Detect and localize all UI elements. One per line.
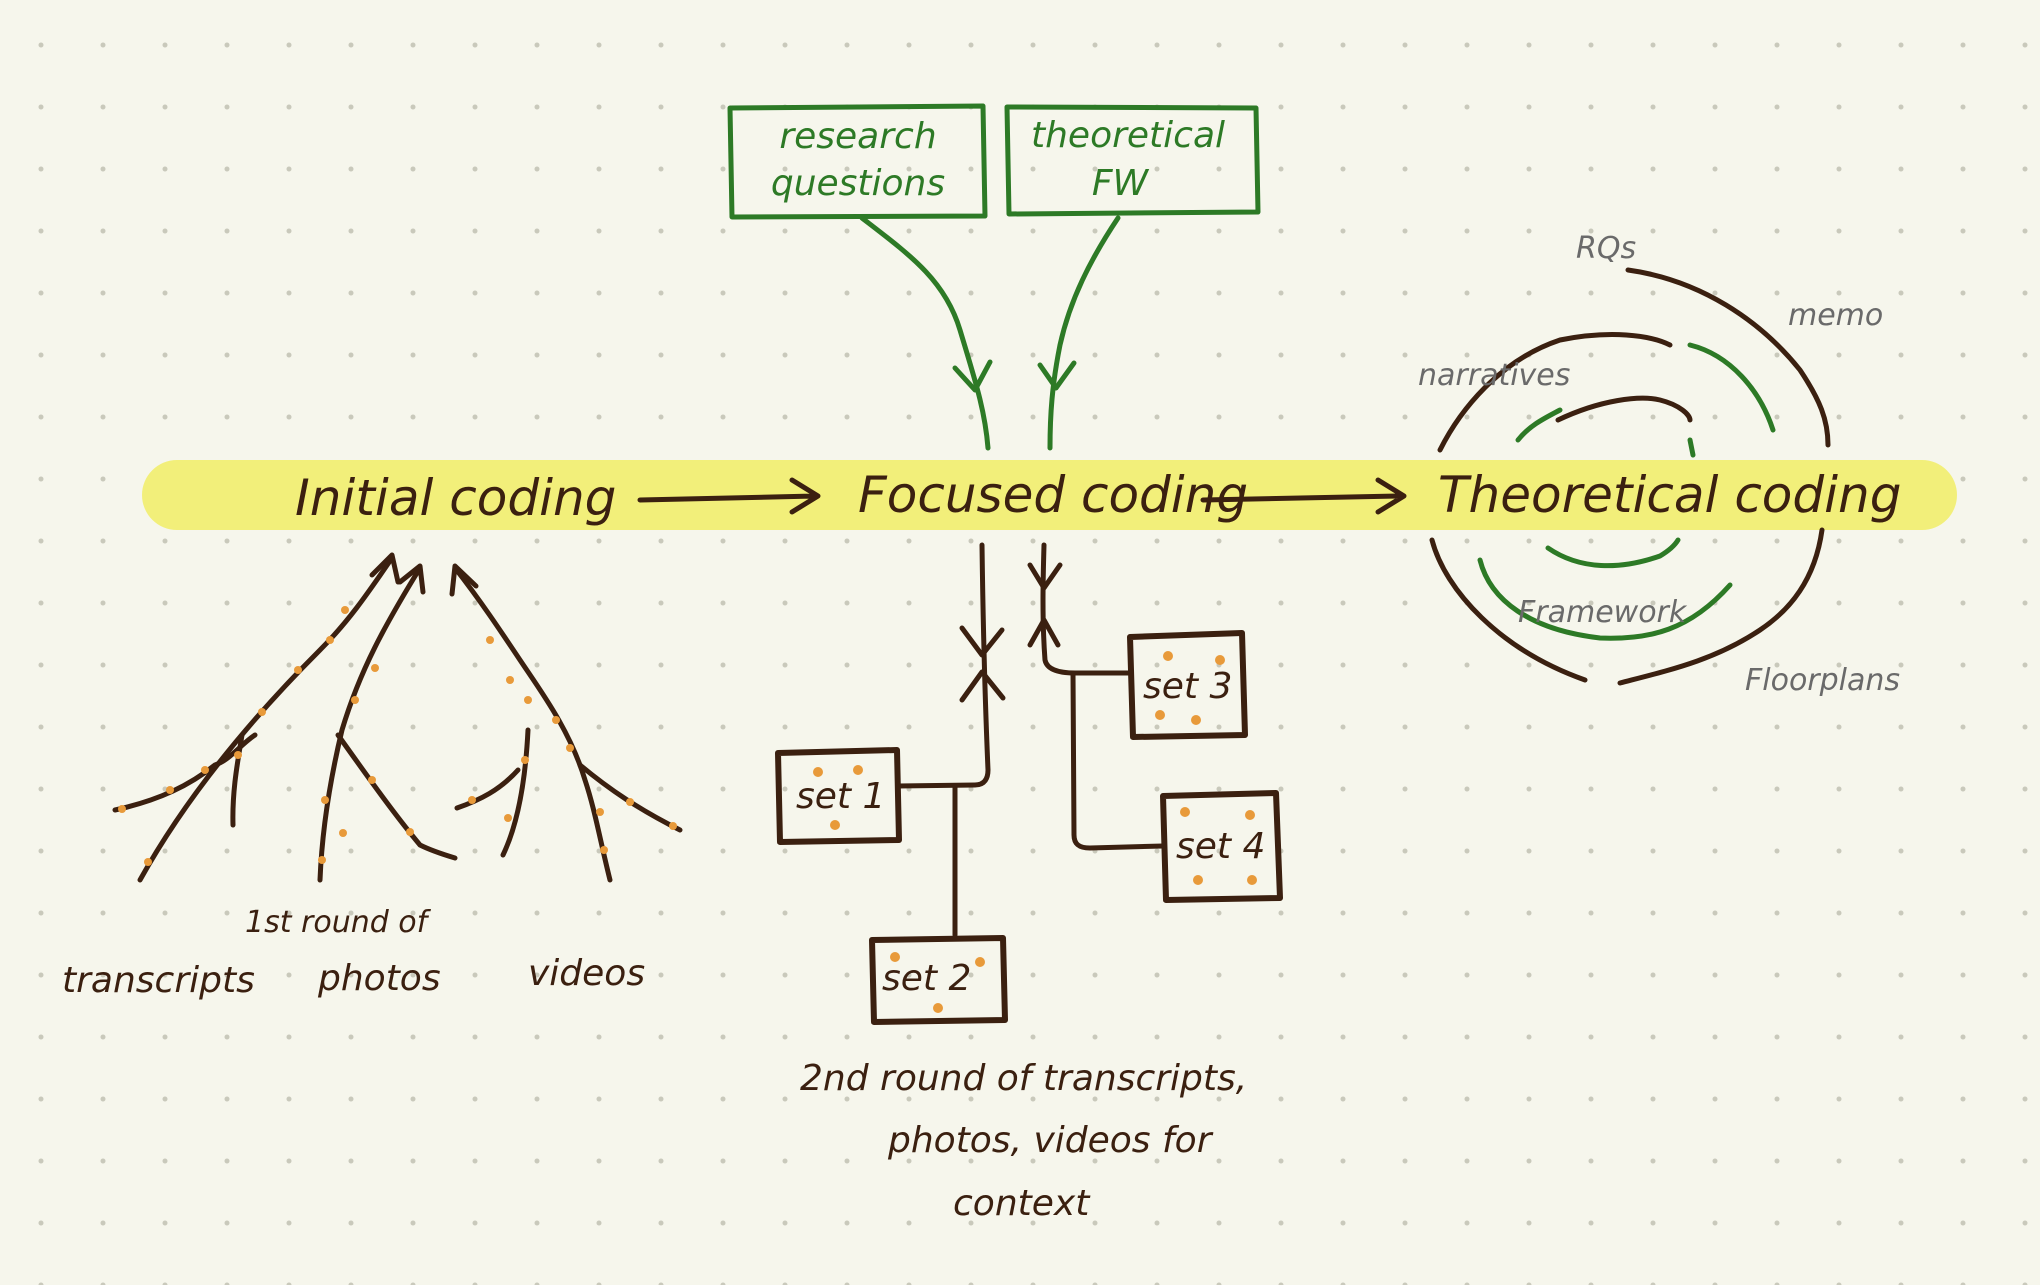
research-questions-label-line2: questions bbox=[771, 163, 945, 204]
spiral-label-narratives: narratives bbox=[1418, 358, 1570, 393]
set-4-label: set 4 bbox=[1176, 826, 1265, 867]
set-3-label: set 3 bbox=[1143, 666, 1232, 707]
arrow-focused-to-theoretical bbox=[1200, 477, 1407, 515]
arrowhead-fw bbox=[1037, 360, 1077, 391]
spiral-label-memo: memo bbox=[1788, 298, 1883, 333]
set-2-box: set 2 bbox=[869, 935, 1008, 1025]
set-3-box: set 3 bbox=[1127, 630, 1248, 740]
spiral-label-rqs: RQs bbox=[1576, 231, 1636, 266]
initial-branches bbox=[112, 552, 683, 883]
research-questions-box: research questions bbox=[727, 103, 988, 220]
arrow-initial-to-focused bbox=[637, 477, 821, 515]
spiral-label-framework: Framework bbox=[1518, 595, 1688, 630]
videos-label: videos bbox=[528, 953, 645, 994]
first-round-label: 1st round of bbox=[245, 905, 432, 940]
spiral-label-floorplans: Floorplans bbox=[1745, 663, 1900, 698]
theoretical-spiral bbox=[1429, 267, 1831, 686]
arrowhead-research bbox=[952, 359, 993, 393]
focused-sets-tree bbox=[895, 542, 1166, 938]
second-round-note-line1: 2nd round of transcripts, bbox=[800, 1058, 1247, 1099]
highlight-band bbox=[142, 460, 1957, 530]
stage-initial-coding: Initial coding bbox=[295, 469, 616, 527]
set-1-label: set 1 bbox=[796, 776, 885, 817]
theoretical-fw-box: theoretical FW bbox=[1004, 104, 1261, 217]
second-round-note-line3: context bbox=[953, 1183, 1091, 1224]
arrow-research-to-focused bbox=[859, 215, 991, 451]
photos-label: photos bbox=[317, 958, 441, 999]
research-questions-label-line1: research bbox=[779, 116, 936, 157]
theoretical-fw-label-line1: theoretical bbox=[1031, 115, 1225, 156]
set-2-label: set 2 bbox=[882, 958, 971, 999]
theoretical-fw-label-line2: FW bbox=[1092, 163, 1150, 204]
set-1-box: set 1 bbox=[775, 747, 902, 845]
transcripts-label: transcripts bbox=[62, 960, 255, 1001]
second-round-note-line2: photos, videos for bbox=[887, 1120, 1214, 1161]
set-4-box: set 4 bbox=[1160, 790, 1283, 903]
arrow-fw-to-focused bbox=[1047, 215, 1121, 451]
stage-theoretical-coding: Theoretical coding bbox=[1438, 466, 1901, 524]
stage-focused-coding: Focused coding bbox=[858, 466, 1248, 524]
